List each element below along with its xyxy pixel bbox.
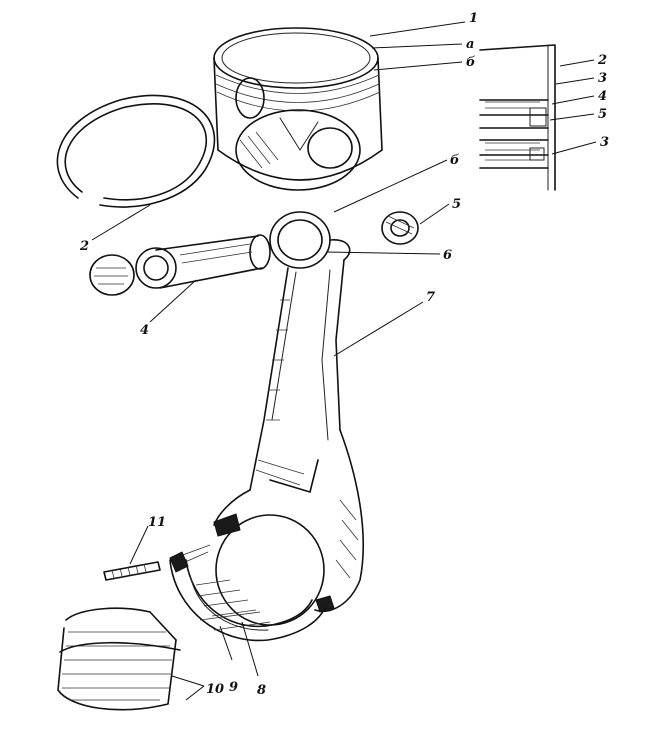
callout-piston: 1 bbox=[469, 11, 478, 26]
callout-cap: 8 bbox=[257, 683, 266, 698]
ring-groove-detail bbox=[479, 44, 556, 191]
callout-detail-5: 5 bbox=[598, 107, 607, 122]
callout-ring-b: б bbox=[466, 55, 476, 70]
callout-detail-ring-2: 2 bbox=[597, 53, 607, 68]
callout-piston-pin: 4 bbox=[140, 323, 149, 338]
callout-connecting-rod: 7 bbox=[426, 290, 435, 305]
callout-detail-3-top: 3 bbox=[598, 71, 607, 86]
callout-ring-a: а bbox=[466, 37, 474, 52]
compression-ring bbox=[56, 94, 216, 208]
callout-compression-ring: 2 bbox=[79, 239, 89, 254]
upper-bearing-shell bbox=[189, 574, 269, 631]
rod-cap bbox=[169, 513, 326, 642]
callout-upper-shell: 9 bbox=[229, 680, 238, 695]
callout-detail-3-bottom: 3 bbox=[600, 135, 609, 150]
lower-bearing-shells bbox=[57, 607, 181, 711]
piston-pin bbox=[89, 234, 271, 296]
leader-lines bbox=[91, 21, 597, 701]
bolt bbox=[103, 561, 161, 581]
callout-bearing-shells: 10 bbox=[206, 682, 224, 697]
callout-bushing: 6 bbox=[443, 248, 452, 263]
callout-bolt: 11 bbox=[148, 515, 166, 530]
callout-labels: 1 а б 2 3 4 5 3 2 б 5 6 7 4 11 8 9 10 bbox=[79, 11, 609, 698]
retainer bbox=[381, 211, 419, 245]
callout-retainer: 5 bbox=[452, 197, 461, 212]
piston bbox=[213, 27, 383, 191]
callout-oil-hole: б bbox=[450, 153, 460, 168]
connecting-rod bbox=[213, 211, 365, 626]
callout-detail-4: 4 bbox=[598, 89, 607, 104]
